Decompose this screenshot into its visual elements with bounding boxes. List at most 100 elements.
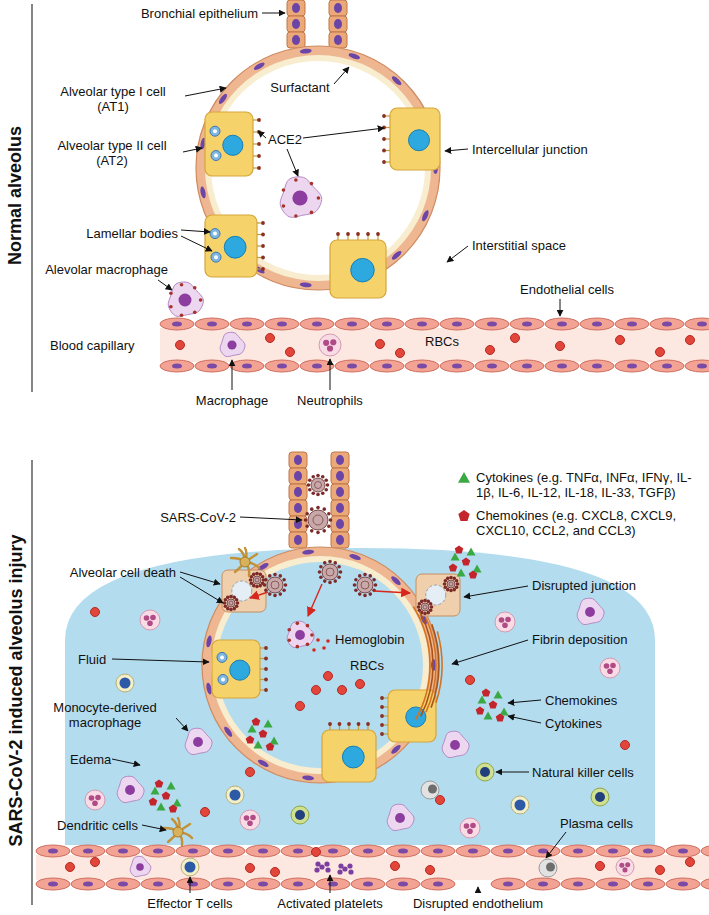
macrophage-body bbox=[287, 621, 314, 647]
macrophage-body bbox=[220, 332, 245, 356]
spike-protein bbox=[328, 560, 332, 564]
endothelial-nucleus bbox=[242, 364, 252, 369]
red-blood-cell bbox=[436, 796, 445, 805]
leader-line bbox=[452, 640, 528, 664]
leader-line bbox=[240, 517, 302, 520]
leader-line bbox=[180, 572, 220, 584]
cell-nucleus bbox=[336, 503, 344, 513]
neutrophil bbox=[140, 610, 160, 630]
plasma-cell-nucleus bbox=[546, 863, 555, 872]
virus-particle bbox=[353, 573, 378, 598]
leader-line bbox=[560, 299, 561, 316]
dying-alveolar-cell bbox=[416, 574, 460, 616]
macrophage-body bbox=[117, 776, 144, 802]
macrophage-body bbox=[185, 728, 212, 754]
macrophage-body bbox=[168, 282, 203, 316]
virus-genome bbox=[423, 605, 427, 609]
endothelial-nucleus bbox=[592, 322, 602, 327]
spike-protein bbox=[273, 573, 277, 577]
nk-cell-nucleus bbox=[295, 810, 305, 820]
callout-label: SARS-CoV-2 bbox=[160, 510, 236, 525]
leader-line bbox=[112, 759, 140, 765]
hemoglobin-particle bbox=[316, 638, 320, 642]
spike-protein bbox=[264, 588, 268, 592]
red-blood-cell bbox=[66, 863, 75, 872]
callout-label: ACE2 bbox=[268, 132, 302, 147]
bronchial-epithelial-cell bbox=[331, 532, 349, 548]
endothelial-cell bbox=[666, 878, 700, 890]
cytokine-chemokine-cluster bbox=[476, 689, 509, 722]
ace2-receptor bbox=[264, 646, 268, 650]
endothelial-cell bbox=[685, 360, 709, 372]
endothelial-nucleus bbox=[627, 322, 637, 327]
alveolar-type-ii-cell bbox=[322, 722, 376, 782]
virus-genome bbox=[313, 515, 323, 525]
t-cell-nucleus bbox=[515, 800, 526, 811]
ace2-receptor bbox=[264, 657, 268, 661]
endothelial-cell bbox=[456, 845, 490, 857]
endothelial-cell bbox=[596, 878, 630, 890]
ace2-receptor bbox=[257, 142, 261, 146]
cell-nucleus bbox=[336, 519, 344, 529]
endothelial-cell bbox=[405, 318, 439, 330]
ace2-receptor bbox=[380, 705, 384, 709]
bronchial-epithelial-cell bbox=[289, 484, 307, 500]
macrophage-body bbox=[442, 731, 469, 757]
spike-protein bbox=[429, 602, 433, 606]
leader-line bbox=[334, 67, 349, 84]
virus-genome bbox=[326, 568, 334, 576]
ace2-receptor bbox=[347, 722, 351, 726]
spike-protein bbox=[263, 583, 267, 587]
fibrin-strand bbox=[436, 631, 442, 702]
endothelial-cell bbox=[421, 878, 455, 890]
bronchial-epithelial-cell bbox=[289, 532, 307, 548]
at2-nucleus bbox=[223, 135, 243, 155]
spike-protein bbox=[316, 531, 320, 535]
alveolar-type-ii-cell bbox=[205, 215, 265, 277]
ace2-receptor bbox=[336, 232, 340, 236]
activated-platelet bbox=[314, 867, 319, 872]
dendritic-cell bbox=[164, 818, 192, 846]
red-blood-cell bbox=[176, 341, 185, 350]
cytokine-symbol bbox=[484, 712, 493, 720]
endothelial-cell bbox=[230, 318, 264, 330]
activated-platelet bbox=[324, 861, 329, 866]
red-blood-cell bbox=[271, 868, 280, 877]
chemokine-symbol bbox=[455, 546, 464, 554]
ace2-receptor bbox=[294, 178, 298, 182]
t-cell-nucleus bbox=[230, 790, 241, 801]
ace2-receptor bbox=[264, 678, 268, 682]
spike-protein bbox=[426, 611, 430, 615]
spike-protein bbox=[443, 582, 447, 586]
macrophage-nucleus bbox=[395, 813, 405, 823]
leader-line bbox=[445, 149, 468, 151]
red-blood-cell bbox=[656, 866, 665, 875]
endothelial-nucleus bbox=[417, 364, 427, 369]
endothelial-cell bbox=[281, 878, 315, 890]
callout-label: Alveolar type I cell (AT1) bbox=[45, 84, 181, 114]
endothelial-cell bbox=[526, 878, 560, 890]
leader-line bbox=[180, 577, 223, 603]
endothelial-cell bbox=[421, 845, 455, 857]
spike-protein bbox=[273, 594, 277, 598]
ace2-receptor bbox=[261, 233, 265, 237]
endothelial-nucleus bbox=[188, 849, 198, 854]
ace2-receptor bbox=[282, 204, 286, 208]
spike-protein bbox=[282, 588, 286, 592]
macrophage-nucleus bbox=[295, 630, 305, 640]
endothelial-nucleus bbox=[503, 882, 513, 887]
spike-protein bbox=[456, 582, 460, 586]
cell-nucleus bbox=[336, 535, 344, 545]
ace2-receptor bbox=[257, 166, 261, 170]
callout-label: Endothelial cells bbox=[520, 282, 614, 297]
ghost-nucleus bbox=[232, 581, 252, 601]
infection-arrow bbox=[308, 584, 322, 616]
endothelial-nucleus bbox=[538, 882, 548, 887]
endothelial-cell bbox=[246, 845, 280, 857]
spike-protein bbox=[304, 518, 308, 522]
at1-nucleus bbox=[391, 75, 403, 87]
leader-line bbox=[508, 700, 541, 703]
cytokine-chemokine-cluster bbox=[149, 780, 182, 813]
ace2-receptor bbox=[380, 714, 384, 718]
spike-protein bbox=[368, 574, 372, 578]
